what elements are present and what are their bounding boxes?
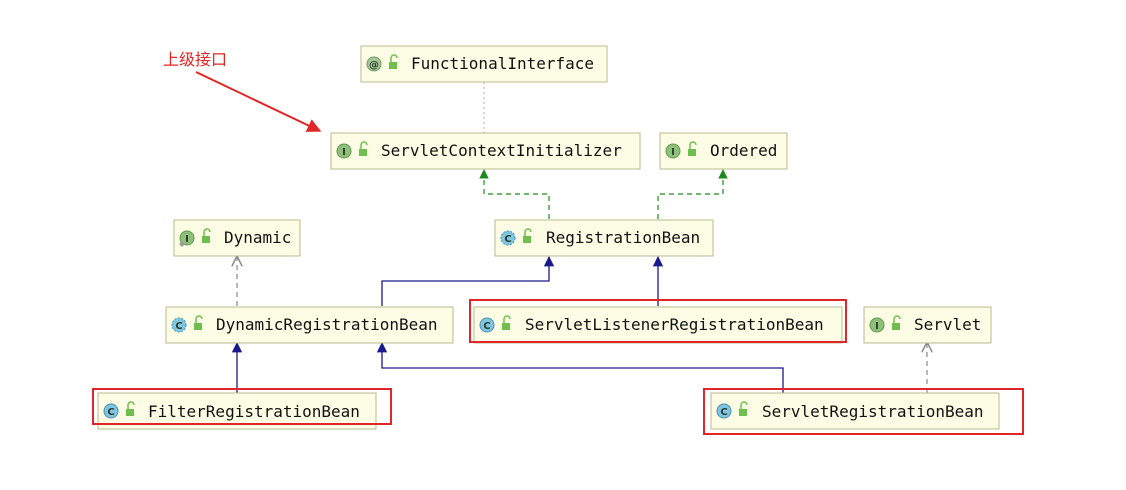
implements-edge-ordered [657, 169, 728, 219]
note-label: 上级接口 [163, 50, 227, 69]
public-lock-icon [523, 228, 532, 243]
highlight-box-filter [92, 388, 392, 425]
node-ordered[interactable]: I Ordered [659, 132, 788, 170]
node-servlet[interactable]: I Servlet [863, 306, 992, 344]
extends-edge-dynamic-to-registration [381, 255, 555, 306]
svg-text:C: C [107, 407, 114, 418]
class-icon: C [103, 403, 119, 419]
highlight-box-servlet [703, 388, 1024, 435]
interface-icon: I [336, 143, 352, 159]
svg-text:I: I [671, 147, 675, 158]
public-lock-icon [502, 315, 511, 330]
note-annotation: 上级接口 [163, 50, 322, 132]
svg-text:I: I [875, 321, 879, 332]
node-functional-interface[interactable]: @ FunctionalInterface [360, 45, 608, 83]
node-label: RegistrationBean [546, 228, 700, 247]
public-lock-icon [739, 401, 748, 416]
highlight-box-servlet-listener [469, 299, 847, 343]
svg-text:C: C [504, 234, 511, 245]
node-label: Ordered [710, 141, 777, 160]
public-lock-icon [194, 315, 203, 330]
svg-text:I: I [185, 234, 189, 245]
svg-text:C: C [720, 407, 727, 418]
inner-interface-icon: I [179, 230, 195, 247]
node-label: FunctionalInterface [411, 54, 594, 73]
node-registration-bean[interactable]: C RegistrationBean [494, 219, 714, 257]
node-label: FilterRegistrationBean [148, 402, 360, 421]
annotation-icon: @ [366, 56, 382, 72]
svg-text:@: @ [369, 60, 379, 71]
node-label: ServletListenerRegistrationBean [525, 315, 824, 334]
public-lock-icon [359, 141, 368, 156]
svg-text:C: C [175, 321, 182, 332]
node-servlet-registration-bean[interactable]: C ServletRegistrationBean [710, 392, 1000, 430]
public-lock-icon [389, 54, 398, 69]
svg-text:I: I [342, 147, 346, 158]
node-label: Dynamic [224, 228, 291, 247]
node-dynamic[interactable]: I Dynamic [173, 219, 301, 257]
public-lock-icon [892, 315, 901, 330]
svg-text:C: C [483, 321, 490, 332]
class-icon: C [716, 403, 732, 419]
node-label: DynamicRegistrationBean [216, 315, 438, 334]
extends-edge-servlet-to-dynamic [376, 341, 784, 393]
public-lock-icon [688, 141, 697, 156]
note-arrow [195, 71, 322, 132]
public-lock-icon [202, 228, 211, 243]
node-label: ServletRegistrationBean [762, 402, 984, 421]
interface-icon: I [665, 143, 681, 159]
node-label: Servlet [914, 315, 981, 334]
public-lock-icon [126, 401, 135, 416]
implements-edge-servlet-context-initializer [479, 169, 550, 219]
edges [237, 82, 927, 393]
node-servlet-listener-registration-bean[interactable]: C ServletListenerRegistrationBean [473, 306, 843, 344]
node-servlet-context-initializer[interactable]: I ServletContextInitializer [330, 132, 641, 170]
abstract-class-icon: C [500, 230, 516, 246]
node-label: ServletContextInitializer [381, 141, 622, 160]
abstract-class-icon: C [171, 317, 187, 333]
interface-icon: I [869, 317, 885, 333]
class-icon: C [479, 317, 495, 333]
node-dynamic-registration-bean[interactable]: C DynamicRegistrationBean [165, 306, 454, 344]
